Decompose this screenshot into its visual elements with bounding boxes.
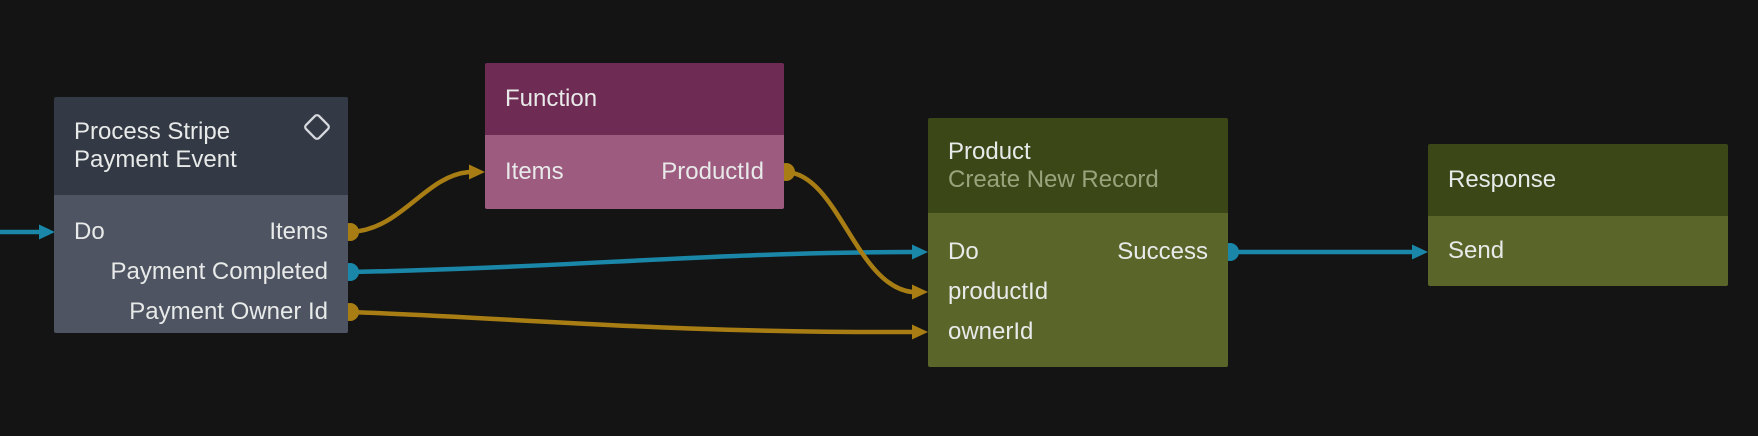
port-label-productid[interactable]: productId xyxy=(948,278,1049,305)
port-label-payment-completed[interactable]: Payment Completed xyxy=(110,258,328,285)
node-subtitle: Create New Record xyxy=(948,165,1159,193)
port-label-send[interactable]: Send xyxy=(1448,237,1505,264)
port-row-payment-owner-id[interactable]: Payment Owner Id xyxy=(54,292,348,332)
port-row-do-items[interactable]: Do Items xyxy=(54,212,348,252)
wire-owner-id-to-product-ownerid[interactable] xyxy=(347,309,915,335)
port-row-productid[interactable]: productId xyxy=(928,272,1228,312)
node-product-create-new-record[interactable]: Product Create New Record Do Success pro… xyxy=(928,118,1228,367)
node-function[interactable]: Function Items ProductId xyxy=(485,63,784,209)
port-label-productid[interactable]: ProductId xyxy=(661,158,764,185)
port-row-ownerid[interactable]: ownerId xyxy=(928,312,1228,352)
node-process-stripe-payment-event[interactable]: Process Stripe Payment Event Do Items Pa… xyxy=(54,97,348,333)
node-title: Response xyxy=(1448,166,1557,193)
arrowhead-function-items xyxy=(469,164,485,180)
diamond-icon xyxy=(304,114,330,140)
port-label-do[interactable]: Do xyxy=(74,218,105,245)
port-row-payment-completed[interactable]: Payment Completed xyxy=(54,252,348,292)
node-response[interactable]: Response Send xyxy=(1428,144,1728,286)
port-row-do-success[interactable]: Do Success xyxy=(928,232,1228,272)
arrowhead-response-send xyxy=(1412,244,1428,260)
node-body: Items ProductId xyxy=(485,135,784,209)
port-label-payment-owner-id[interactable]: Payment Owner Id xyxy=(129,298,328,325)
node-title: Process Stripe Payment Event xyxy=(74,118,237,173)
port-label-items[interactable]: Items xyxy=(505,158,564,185)
wire-productid-to-product-productid[interactable] xyxy=(783,169,915,295)
wire-items-to-function[interactable] xyxy=(347,169,472,235)
port-label-ownerid[interactable]: ownerId xyxy=(948,318,1034,345)
node-header[interactable]: Process Stripe Payment Event xyxy=(54,97,348,195)
node-body: Send xyxy=(1428,216,1728,286)
node-header[interactable]: Product Create New Record xyxy=(928,118,1228,213)
port-label-items[interactable]: Items xyxy=(269,218,328,245)
arrowhead-product-do xyxy=(912,244,928,260)
node-header[interactable]: Response xyxy=(1428,144,1728,216)
port-row-send[interactable]: Send xyxy=(1428,231,1728,271)
node-body: Do Items Payment Completed Payment Owner… xyxy=(54,195,348,333)
port-row-items-productid[interactable]: Items ProductId xyxy=(485,152,784,192)
node-title: Function xyxy=(505,85,598,112)
arrowhead-product-productid xyxy=(912,284,928,300)
port-label-do[interactable]: Do xyxy=(948,238,979,265)
node-title: Product xyxy=(948,137,1031,165)
wire-payment-completed-to-product-do[interactable] xyxy=(347,249,915,275)
node-body: Do Success productId ownerId xyxy=(928,213,1228,367)
arrowhead-process-do xyxy=(39,224,55,240)
port-label-success[interactable]: Success xyxy=(1117,238,1208,265)
node-header[interactable]: Function xyxy=(485,63,784,135)
arrowhead-product-ownerid xyxy=(912,324,928,340)
